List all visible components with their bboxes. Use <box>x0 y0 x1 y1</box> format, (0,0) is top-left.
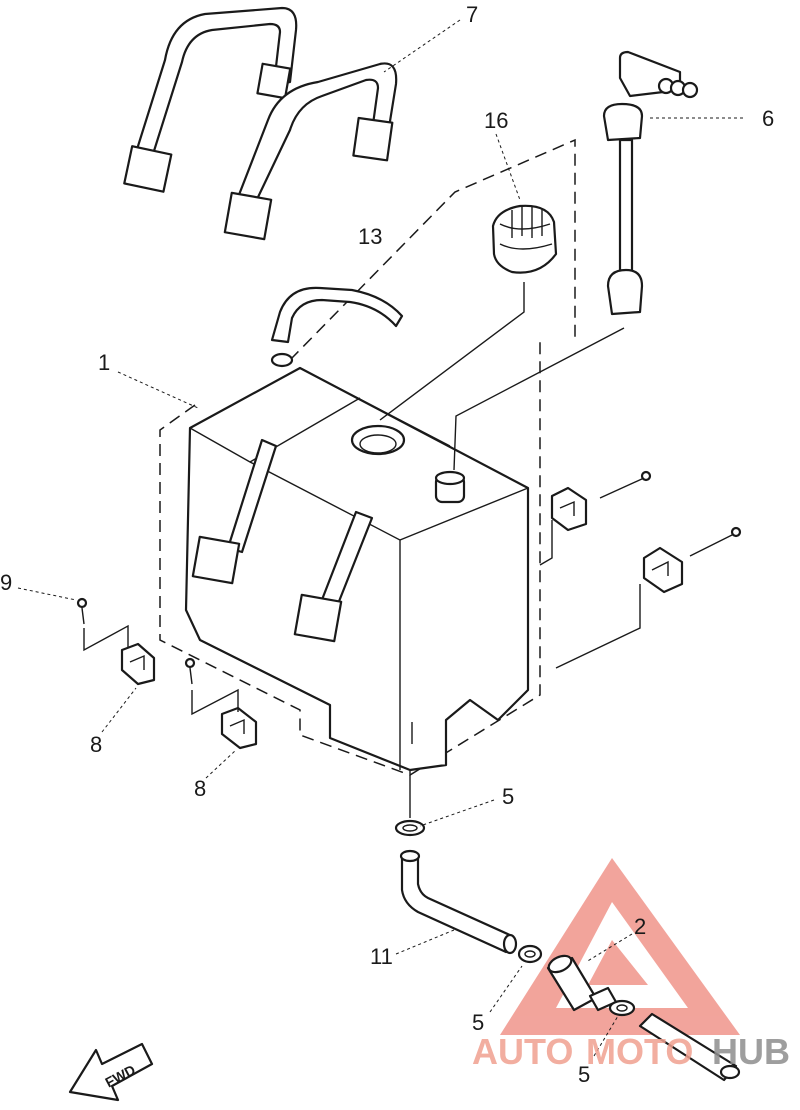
tank-to-sender-line <box>453 327 625 471</box>
filler-cap <box>491 204 558 274</box>
leader-5b <box>489 965 523 1013</box>
callout-7: 7 <box>466 2 478 27</box>
watermark-text-moto: MOTO <box>586 1031 693 1072</box>
callout-8-right: 8 <box>194 776 206 801</box>
screw-left-lower <box>184 657 196 685</box>
leader-11 <box>395 929 455 955</box>
watermark-triangle <box>500 858 740 1035</box>
callout-11: 11 <box>370 944 393 969</box>
callout-5-upper: 5 <box>502 784 514 809</box>
bracket-left-upper <box>120 642 156 686</box>
leader-8a <box>101 687 137 733</box>
leader-16 <box>495 133 521 201</box>
fuel-filter <box>546 954 618 1012</box>
callout-2: 2 <box>634 914 646 939</box>
callout-9: 9 <box>0 570 12 595</box>
watermark-text-hub: HUB <box>712 1031 790 1072</box>
leader-7 <box>383 19 461 73</box>
screw-left-upper <box>76 597 88 625</box>
callout-5-lower-left: 5 <box>472 1010 484 1035</box>
bracket-right-lines <box>539 520 641 669</box>
callout-5-lower-right: 5 <box>578 1062 590 1087</box>
fuel-sender-unit <box>602 50 699 316</box>
leader-9 <box>17 587 77 601</box>
bracket-right-lower <box>642 546 684 594</box>
callout-6: 6 <box>762 106 774 131</box>
fuel-tank <box>184 366 530 772</box>
strap-left <box>123 6 298 193</box>
hose-clamp-upper <box>394 819 426 837</box>
outlet-hose <box>638 1012 741 1082</box>
watermark-text-auto: AUTO <box>472 1031 573 1072</box>
tank-to-cap-line <box>379 282 525 421</box>
screw-right-upper <box>599 470 652 499</box>
leader-2 <box>585 933 633 963</box>
assembly-13-outline <box>289 138 576 361</box>
leader-5c <box>593 1015 619 1057</box>
callout-13: 13 <box>358 224 382 249</box>
watermark-wordmark: AUTO MOTO HUB <box>472 1031 790 1072</box>
bracket-right-upper <box>550 486 588 532</box>
forward-arrow-icon: FWD <box>68 1042 154 1102</box>
bracket-left-lines <box>83 624 239 716</box>
hose-clamp-lower <box>608 999 636 1017</box>
assembly-1-outline <box>159 340 541 776</box>
callout-16: 16 <box>484 108 508 133</box>
screw-right-lower <box>689 526 742 557</box>
callout-8-left: 8 <box>90 732 102 757</box>
bracket-left-lower <box>220 706 258 750</box>
callout-1: 1 <box>98 350 110 375</box>
leader-1 <box>117 371 199 409</box>
strap-right <box>223 62 398 241</box>
leader-5a <box>419 799 495 827</box>
watermark-logo <box>500 858 740 1035</box>
leader-8b <box>205 749 237 779</box>
hose-clamp-middle <box>517 944 543 964</box>
fuel-hose <box>399 849 518 955</box>
